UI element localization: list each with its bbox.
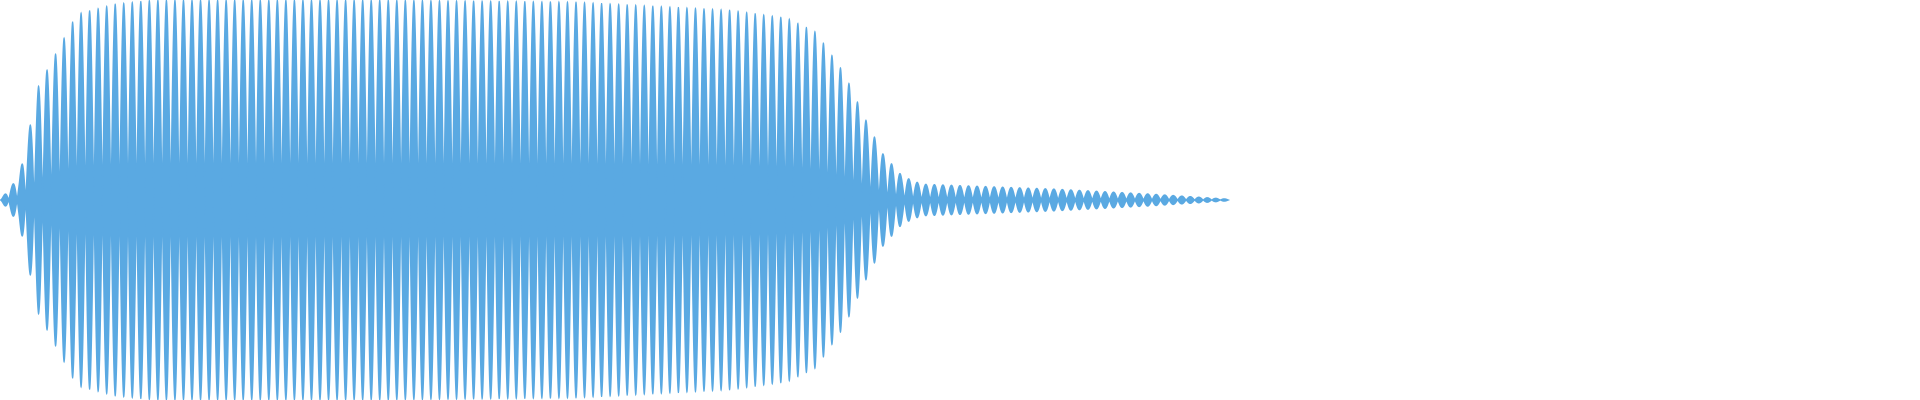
waveform-shape [0, 0, 1231, 400]
